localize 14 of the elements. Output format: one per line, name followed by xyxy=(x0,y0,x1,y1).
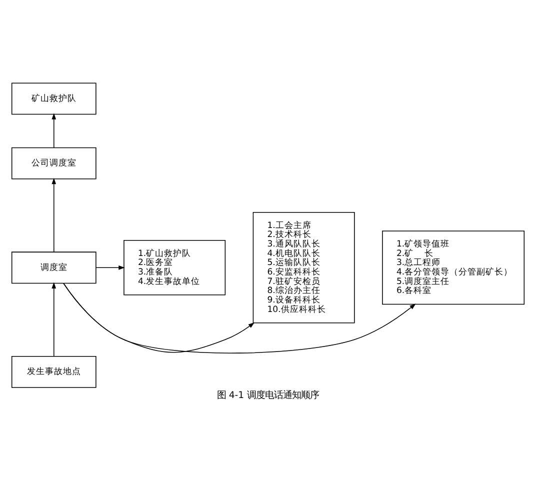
arrow xyxy=(52,178,56,252)
node-box: 公司调度室 xyxy=(11,147,96,180)
node-box: 发生事故地点 xyxy=(11,356,96,388)
node-box: 矿山救护队 xyxy=(11,82,96,115)
arrow xyxy=(63,282,416,354)
node-box: 调度室 xyxy=(11,252,96,284)
node-box: 1.矿领导值班 2.矿 长 3.总工程师 4.各分管领导（分管副矿长） 5.调度室主任 6.各科室 xyxy=(382,230,525,305)
node-box: 1.矿山救护队 2.医务室 3.准备队 4.发生事故单位 xyxy=(124,240,226,296)
arrow xyxy=(52,282,56,357)
caption: 图 4-1 调度电话通知顺序 xyxy=(216,390,320,402)
arrow xyxy=(96,265,125,270)
arrow xyxy=(52,113,56,148)
arrow xyxy=(63,282,255,353)
node-box: 1.工会主席 2.技术科长 3.通风队队长 4.机电队队长 5.运输队队长 6.安监科科长 7.驻矿安检员 8.综治办主任 9.设备科科长 10.供应科科长 xyxy=(252,212,355,324)
